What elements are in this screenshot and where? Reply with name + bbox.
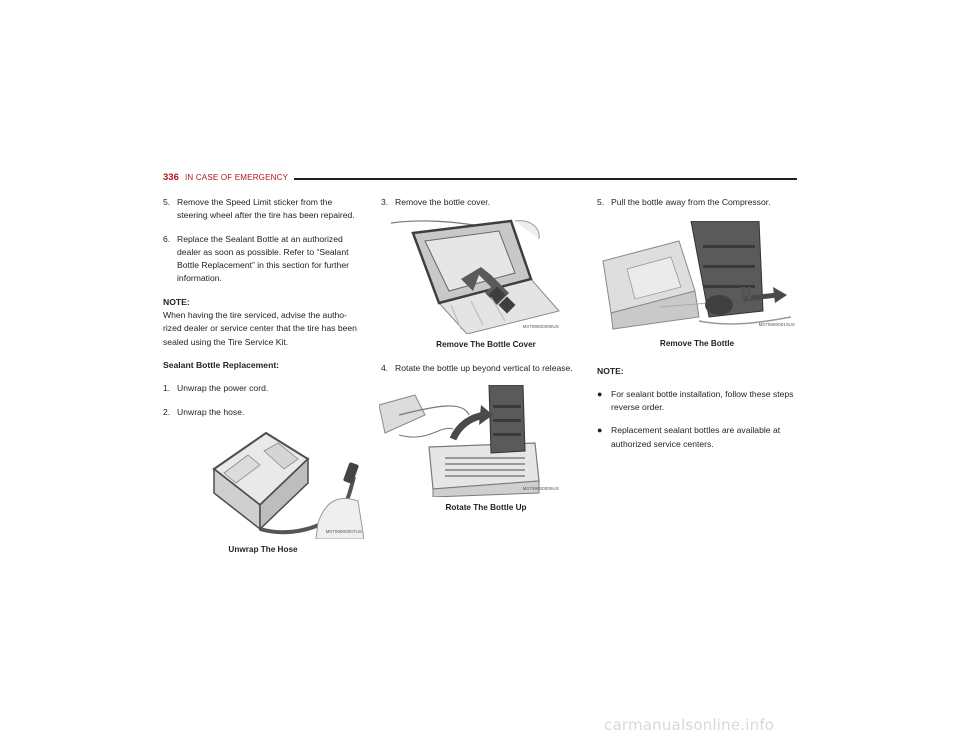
step-text: Rotate the bottle up beyond vertical to …	[395, 362, 573, 373]
column-1: 5. Remove the Speed Limit sticker from t…	[163, 196, 364, 566]
step-text: Unwrap the power cord.	[177, 383, 269, 394]
figure-remove-bottle: M0709000010US	[599, 221, 797, 334]
step-text: Unwrap the hose.	[177, 406, 245, 417]
figure-caption: Remove The Bottle Cover	[436, 340, 536, 350]
page-number: 336	[163, 172, 179, 183]
bullet-item: ● Replacement sealant bottles are availa…	[597, 424, 797, 451]
figure-code: M0709000009US	[522, 485, 559, 491]
bullet-text: For sealant bottle installation, follow …	[611, 388, 794, 413]
figure-code: M0709000008US	[522, 324, 559, 329]
step-5-remove-sticker: 5. Remove the Speed Limit sticker from t…	[163, 196, 363, 223]
step-4-rotate-bottle: 4. Rotate the bottle up beyond vertical …	[381, 362, 581, 375]
figure-caption: Remove The Bottle	[659, 339, 735, 349]
step-number: 5.	[597, 197, 605, 207]
step-number: 2.	[163, 406, 171, 417]
remove-bottle-illustration	[599, 221, 797, 334]
rotate-bottle-illustration	[379, 384, 561, 497]
step-number: 4.	[381, 362, 389, 373]
figure-caption: Rotate The Bottle Up	[445, 502, 527, 512]
step-text: Remove the bottle cover.	[395, 197, 491, 207]
note-text: When having the tire serviced, advise th…	[163, 310, 357, 347]
step-text: Replace the Sealant Bottle at an authori…	[177, 233, 349, 284]
figure-remove-bottle-cover: M0709000008US	[391, 219, 561, 335]
section-title: IN CASE OF EMERGENCY	[185, 172, 289, 182]
column-2: 3. Remove the bottle cover. M0709000008U…	[379, 196, 581, 524]
step-5-pull-bottle: 5. Pull the bottle away from the Compres…	[597, 196, 797, 209]
subheading-bottle-replacement: Sealant Bottle Replacement:	[163, 359, 280, 370]
page-header: 336 IN CASE OF EMERGENCY	[163, 172, 797, 186]
step-2-unwrap-hose: 2. Unwrap the hose.	[163, 406, 363, 419]
header-rule	[294, 178, 797, 180]
step-text: Pull the bottle away from the Compressor…	[611, 197, 771, 207]
step-number: 6.	[163, 233, 171, 244]
remove-cover-illustration	[391, 219, 561, 335]
unwrap-hose-illustration	[208, 428, 364, 539]
bullet-icon: ●	[597, 388, 603, 399]
step-3-remove-cover: 3. Remove the bottle cover.	[381, 196, 581, 209]
figure-unwrap-hose: M0709000007US	[208, 428, 364, 539]
step-6-replace-bottle: 6. Replace the Sealant Bottle at an auth…	[163, 233, 363, 286]
figure-rotate-bottle-up: M0709000009US	[379, 384, 561, 497]
note-block: NOTE: When having the tire serviced, adv…	[163, 296, 363, 349]
step-number: 5.	[163, 197, 171, 207]
watermark: carmanualsonline.info	[604, 716, 775, 734]
bullet-item: ● For sealant bottle installation, follo…	[597, 388, 797, 415]
column-3: 5. Pull the bottle away from the Compres…	[597, 196, 797, 461]
step-number: 3.	[381, 197, 389, 207]
note-label: NOTE:	[597, 365, 624, 376]
step-number: 1.	[163, 383, 171, 394]
figure-code: M0709000007US	[325, 528, 362, 534]
step-1-unwrap-cord: 1. Unwrap the power cord.	[163, 382, 363, 395]
step-text: Remove the Speed Limit sticker from the …	[177, 197, 355, 221]
figure-caption: Unwrap The Hose	[228, 544, 298, 554]
figure-code: M0709000010US	[758, 322, 795, 327]
bullet-text: Replacement sealant bottles are availabl…	[611, 425, 781, 449]
bullet-icon: ●	[597, 425, 603, 436]
note-label: NOTE:	[163, 296, 190, 307]
